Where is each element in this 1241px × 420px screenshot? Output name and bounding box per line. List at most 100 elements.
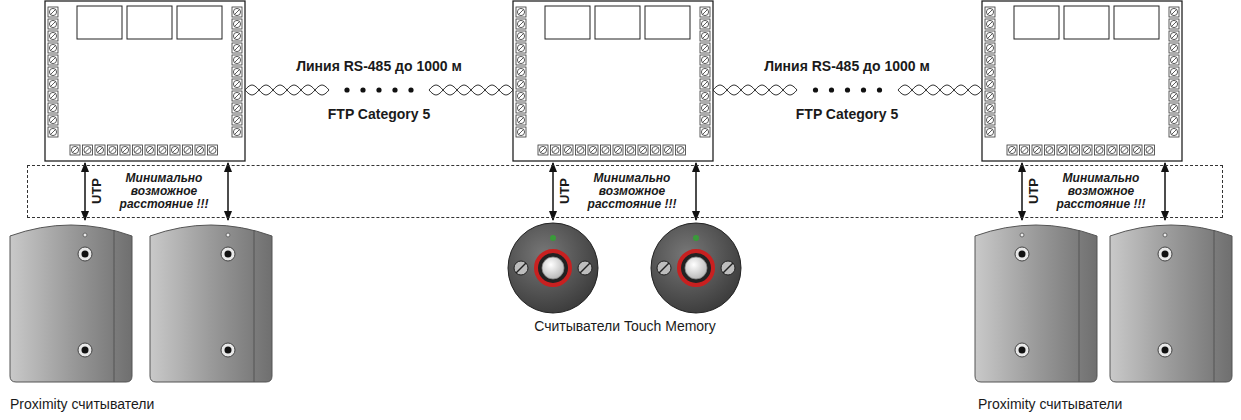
stroke	[254, 230, 255, 382]
stroke	[51, 34, 56, 39]
stroke	[641, 148, 646, 153]
stroke	[235, 10, 240, 15]
mount-hole	[1019, 251, 1026, 258]
stroke	[1172, 46, 1177, 51]
terminal	[48, 127, 58, 137]
stroke	[235, 118, 240, 123]
stroke	[51, 22, 56, 27]
cable-label: UTP	[558, 178, 572, 204]
terminal-screw	[517, 8, 524, 15]
terminal-screw	[1133, 146, 1140, 153]
led	[1163, 233, 1167, 237]
stroke	[1022, 148, 1027, 153]
terminal-screw	[1170, 104, 1177, 111]
stroke	[703, 10, 708, 15]
terminal-screw	[986, 68, 993, 75]
terminal-screw	[1021, 146, 1028, 153]
terminal	[232, 79, 242, 89]
screw	[657, 261, 671, 275]
indicator-window	[645, 6, 690, 39]
terminal-screw	[233, 104, 240, 111]
stroke	[235, 22, 240, 27]
mount-hole	[78, 343, 92, 357]
terminal	[516, 43, 526, 53]
terminal	[1169, 55, 1179, 65]
terminal-screw	[986, 92, 993, 99]
stroke	[98, 148, 103, 153]
terminal	[985, 103, 995, 113]
terminal	[985, 55, 995, 65]
contact	[685, 257, 707, 279]
stroke	[1172, 22, 1177, 27]
stroke	[703, 82, 708, 87]
indicator-window	[1064, 6, 1109, 39]
stroke	[553, 148, 558, 153]
reader-label: Считыватели Touch Memory	[534, 318, 716, 334]
terminal	[516, 103, 526, 113]
terminal-screw	[552, 146, 559, 153]
stroke	[1097, 148, 1102, 153]
stroke	[51, 106, 56, 111]
stroke	[1172, 34, 1177, 39]
terminal-screw	[1170, 32, 1177, 39]
terminal	[1095, 145, 1105, 155]
dot	[408, 87, 413, 92]
terminal	[663, 145, 673, 155]
terminal	[516, 67, 526, 77]
stroke	[1172, 118, 1177, 123]
stroke	[566, 148, 571, 153]
dot	[813, 87, 818, 92]
screw	[721, 261, 735, 275]
terminal-screw	[1033, 146, 1040, 153]
terminal-screw	[233, 116, 240, 123]
terminal	[601, 145, 611, 155]
terminal	[183, 145, 193, 155]
terminal	[48, 7, 58, 17]
stroke	[898, 85, 982, 95]
stroke	[1172, 94, 1177, 99]
terminal-screw	[517, 56, 524, 63]
stroke	[51, 118, 56, 123]
terminal-screw	[517, 104, 524, 111]
mount-hole	[1162, 251, 1169, 258]
mount-hole	[1015, 247, 1029, 261]
terminal-screw	[1170, 44, 1177, 51]
terminal-screw	[171, 146, 178, 153]
dot	[829, 87, 834, 92]
terminal-screw	[196, 146, 203, 153]
stroke	[1172, 130, 1177, 135]
terminal-screw	[1058, 146, 1065, 153]
terminal-screw	[517, 92, 524, 99]
stroke	[591, 148, 596, 153]
terminal-screw	[134, 146, 141, 153]
terminal	[232, 19, 242, 29]
distance-arrow	[84, 163, 86, 220]
terminal-screw	[1146, 146, 1153, 153]
terminal-screw	[701, 20, 708, 27]
indicator-window	[1014, 6, 1059, 39]
screw	[578, 261, 592, 275]
dot	[360, 87, 365, 92]
stroke	[519, 22, 524, 27]
reader-label: Proximity считыватели	[978, 396, 1122, 412]
terminal-screw	[986, 128, 993, 135]
terminal	[83, 145, 93, 155]
stroke	[628, 148, 633, 153]
terminal-screw	[1170, 20, 1177, 27]
terminal-screw	[49, 116, 56, 123]
stroke	[988, 94, 993, 99]
touch-memory-reader	[508, 223, 598, 313]
stroke	[110, 148, 115, 153]
rs485-line	[245, 85, 982, 95]
stroke	[245, 85, 329, 95]
mount-hole	[1019, 347, 1026, 354]
terminal-screw	[986, 8, 993, 15]
mount-hole	[78, 247, 92, 261]
stroke	[1172, 70, 1177, 75]
terminal	[208, 145, 218, 155]
terminal-screw	[986, 44, 993, 51]
terminal	[48, 103, 58, 113]
terminal	[1169, 91, 1179, 101]
stroke	[519, 130, 524, 135]
terminal-screw	[233, 128, 240, 135]
